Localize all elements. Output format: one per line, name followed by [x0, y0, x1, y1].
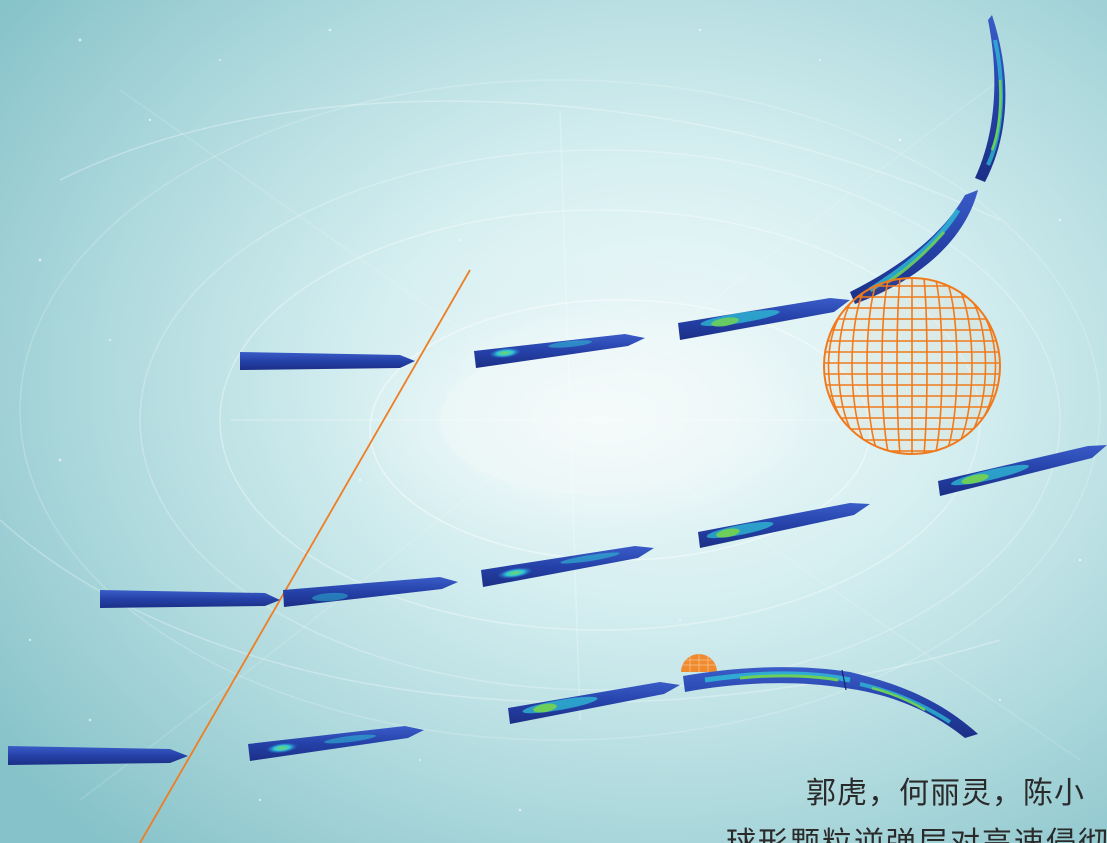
projectile-graphic [240, 352, 415, 370]
projectile-row-3 [8, 654, 978, 765]
projectile-graphic [474, 334, 645, 368]
projectile-row-1 [240, 15, 1006, 455]
projectile-graphic [938, 445, 1107, 496]
cover-authors: 郭虎，何丽灵，陈小 [806, 776, 1085, 811]
background-center-disc [440, 345, 740, 495]
projectile-row-2 [100, 445, 1107, 608]
projectile-graphic [850, 190, 978, 304]
projectile-graphic [508, 682, 680, 724]
projectile-graphic [8, 746, 188, 765]
projectile-graphic [248, 726, 424, 761]
projectile-graphic [698, 503, 870, 548]
background-speckles [28, 28, 1082, 812]
cover-article-title: 球形颗粒逆弹层对高速侵彻 [726, 818, 1107, 843]
projectile-graphic [100, 590, 280, 608]
projectile-graphic [481, 546, 654, 587]
projectile-graphic [678, 298, 850, 340]
spherical-mesh-graphic [823, 277, 1001, 455]
trajectory-line-graphic [139, 269, 471, 843]
projectile-graphic [283, 577, 458, 607]
